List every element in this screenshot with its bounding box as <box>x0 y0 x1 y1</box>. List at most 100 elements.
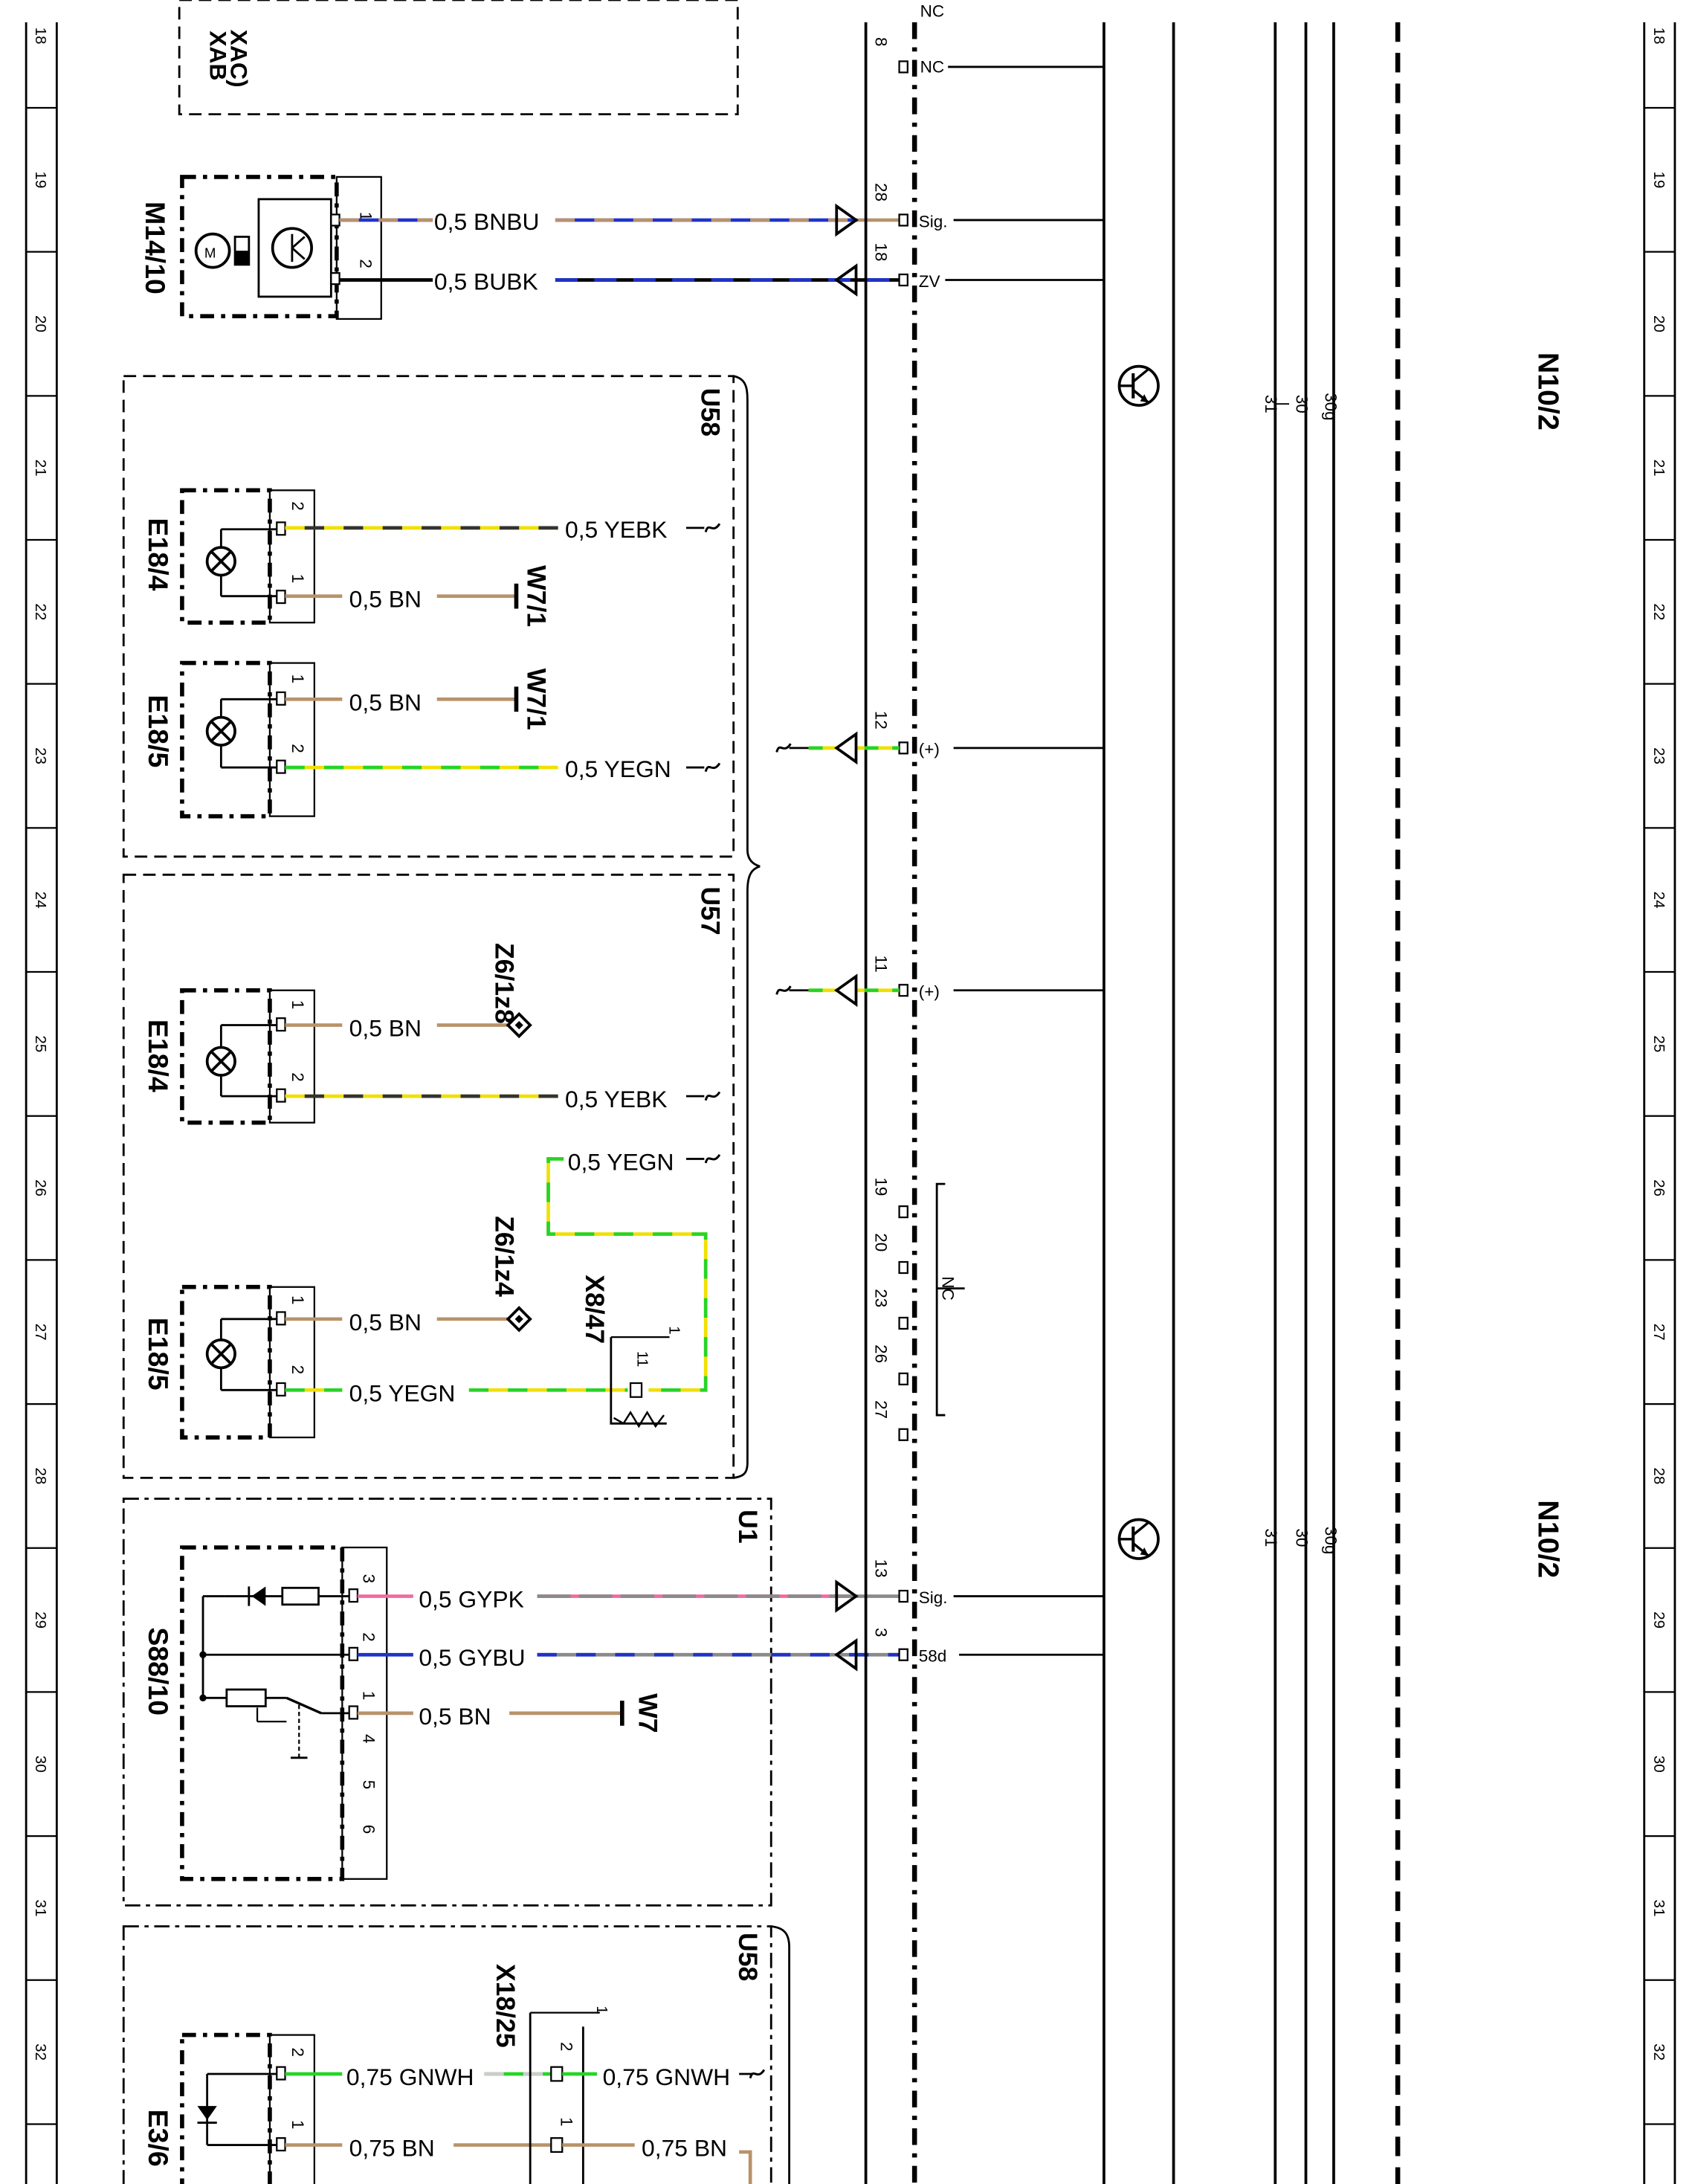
e3-6-label: E3/6 <box>143 2110 174 2167</box>
row-number-right: 22 <box>1650 603 1668 620</box>
row-number-left: 32 <box>32 2043 49 2061</box>
pin-socket <box>898 1428 908 1441</box>
wire-label-e185-mid-pin2: 0,5 YEGN <box>349 1379 456 1406</box>
m14-10-component: M 1 2 <box>180 175 382 320</box>
svg-text:1: 1 <box>288 1295 307 1304</box>
row-number-right: 23 <box>1650 747 1668 764</box>
pin-socket <box>898 1372 908 1385</box>
row-number-right: 25 <box>1650 1035 1668 1052</box>
xab-module-box <box>178 0 739 115</box>
switch-icon <box>285 1696 322 1715</box>
wire-label-e184-mid-pin1: 0,5 BN <box>349 1015 422 1042</box>
wire-label-s88-pin3: 0,5 GYPK <box>419 1586 524 1613</box>
continuation-icon <box>775 985 792 996</box>
right-ruler <box>1643 22 1676 2184</box>
svg-text:1: 1 <box>288 2120 307 2130</box>
wire-label-e184-top-pin2: 0,5 YEBK <box>565 516 667 543</box>
row-number-right: 20 <box>1650 315 1668 332</box>
row-number-left: 18 <box>32 28 49 45</box>
n10-2-bottom-label: N10/2 <box>1531 1500 1564 1578</box>
svg-text:8: 8 <box>872 37 891 47</box>
w7-1-a-label: W7/1 <box>521 565 551 627</box>
row-number-right: 26 <box>1650 1179 1668 1196</box>
row-number-left: 27 <box>32 1324 49 1341</box>
u1-box <box>122 1498 772 1907</box>
left-ruler <box>25 22 58 2184</box>
lamp-icon <box>205 1339 236 1370</box>
wire-label-m14-pin1: 0,5 BNBU <box>434 208 540 235</box>
svg-text:4: 4 <box>359 1734 378 1744</box>
svg-text:2: 2 <box>359 1632 378 1642</box>
wire-label-e184-top-pin1: 0,5 BN <box>349 586 422 613</box>
svg-text:2: 2 <box>288 2047 307 2057</box>
pin-number-nc: 19 <box>872 1177 891 1196</box>
m14-10-label: M14/10 <box>140 202 171 294</box>
x18-25-connector: 1 2 1 <box>529 2006 610 2184</box>
svg-text:1: 1 <box>288 674 307 684</box>
z6-1z4-label: Z6/1z4 <box>489 1216 519 1297</box>
svg-text:13: 13 <box>872 1559 891 1578</box>
continuation-icon <box>704 1153 721 1165</box>
e18-4-mid-label: E18/4 <box>143 1019 174 1092</box>
n10-2-top-label: N10/2 <box>1531 352 1564 431</box>
x18-25-label: X18/25 <box>491 1964 520 2048</box>
bus-label-30g-bottom: 30g <box>1322 1527 1340 1555</box>
u57-label: U57 <box>696 886 726 935</box>
svg-text:3: 3 <box>872 1628 891 1637</box>
xab-label: XAB <box>204 30 231 80</box>
u1-label: U1 <box>733 1510 763 1543</box>
svg-text:11: 11 <box>633 1351 651 1367</box>
svg-text:28: 28 <box>872 183 891 202</box>
e18-4-mid-component: 1 2 <box>180 988 315 1125</box>
output-arrow-icon <box>835 203 859 237</box>
svg-text:6: 6 <box>359 1825 378 1835</box>
svg-text:2: 2 <box>357 259 375 268</box>
bus-label-30-bottom: 30 <box>1292 1528 1311 1547</box>
row-number-left: 24 <box>32 892 49 909</box>
row-number-left: 26 <box>32 1179 49 1196</box>
svg-text:12: 12 <box>872 711 891 729</box>
e18-5-mid-label: E18/5 <box>143 1318 174 1391</box>
svg-text:3: 3 <box>359 1574 378 1584</box>
bus-label-31-bottom: 31 <box>1262 1528 1280 1547</box>
row-number-left: 22 <box>32 603 49 620</box>
hall-sensor-icon <box>271 227 313 269</box>
row-number-left: 28 <box>32 1467 49 1484</box>
svg-text:2: 2 <box>288 1365 307 1375</box>
z6-1z8-label: Z6/1z8 <box>489 943 519 1024</box>
row-number-right: 32 <box>1650 2043 1668 2061</box>
svg-text:2: 2 <box>288 501 307 511</box>
row-number-right: 29 <box>1650 1611 1668 1629</box>
continuation-icon <box>704 522 721 534</box>
row-number-left: 21 <box>32 460 49 477</box>
u58-bottom-box <box>122 1925 772 2184</box>
wire-label-s88-pin2: 0,5 GYBU <box>419 1644 525 1671</box>
row-number-left: 20 <box>32 315 49 332</box>
pin-label-58d: 58d <box>919 1647 947 1666</box>
row-number-left: 30 <box>32 1756 49 1773</box>
input-arrow-icon <box>834 263 858 297</box>
continuation-icon <box>704 761 721 773</box>
e3-6-component: 2 1 <box>180 2032 315 2184</box>
pin-socket <box>898 1205 908 1219</box>
svg-text:1: 1 <box>288 1000 307 1010</box>
s88-10-label: S88/10 <box>143 1627 174 1716</box>
u58-top-label: U58 <box>696 388 726 437</box>
pin-label-p12: (+) <box>919 740 940 758</box>
svg-text:1: 1 <box>288 574 307 584</box>
svg-text:1: 1 <box>593 2006 610 2014</box>
bus-label-30-top: 30 <box>1292 395 1311 413</box>
wire-label-x1825-pin1: 0,75 BN <box>642 2135 727 2162</box>
xac-label: XAC) <box>225 30 252 88</box>
pin-label-nc-cut: NC <box>920 1 944 20</box>
row-number-left: 19 <box>32 171 49 188</box>
pin-label-p11: (+) <box>919 982 940 1001</box>
pin-socket <box>898 1316 908 1330</box>
svg-text:1: 1 <box>359 1691 378 1701</box>
row-number-right: 30 <box>1650 1756 1668 1773</box>
row-number-right: 21 <box>1650 460 1668 477</box>
wire-label-e36-pin2: 0,75 GNWH <box>346 2064 474 2090</box>
n10-2-internal-rails <box>1103 22 1401 2184</box>
